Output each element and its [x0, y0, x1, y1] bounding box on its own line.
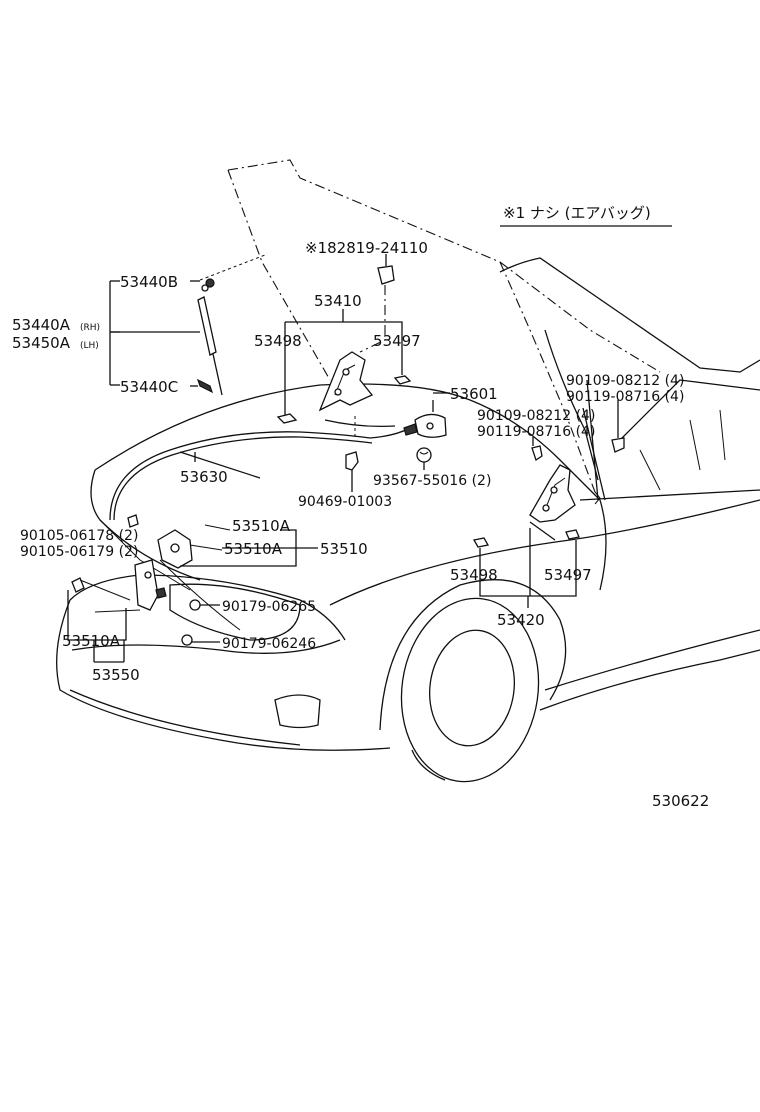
- callout-90179-06246: 90179-06246: [222, 636, 316, 652]
- hood-outline-right: [499, 261, 596, 493]
- strut-ball-top: [205, 278, 215, 288]
- bolt-90105-a: [71, 577, 85, 593]
- clamp-90469: [345, 451, 359, 471]
- fender-front-edge: [599, 499, 607, 591]
- washer-53497-rh: [565, 529, 580, 540]
- catalog-number: 530622: [652, 792, 709, 810]
- wiper-lines: [639, 409, 726, 491]
- cable-end: [403, 423, 418, 436]
- callout-53498-lh: 53498: [254, 332, 302, 350]
- cushion-90179-06246: [181, 634, 193, 646]
- washer-53497: [393, 375, 412, 385]
- callout-53420: 53420: [497, 611, 545, 629]
- callout-53498-rh: 53498: [450, 566, 498, 584]
- callout-90179-06265: 90179-06265: [222, 599, 316, 615]
- callout-182819: ※182819-24110: [305, 239, 428, 257]
- callout-53450a: 53450A: [12, 334, 71, 352]
- note-box: ※1 ナシ (エアバッグ): [500, 204, 672, 227]
- callout-53497-rh: 53497: [544, 566, 592, 584]
- engine-bay-rear: [94, 383, 601, 501]
- hood-outline-top: [227, 159, 661, 373]
- callout-53550: 53550: [92, 666, 140, 684]
- callout-53510a-top: 53510A: [232, 517, 291, 535]
- bolt-90105-b: [127, 514, 139, 528]
- fender-crease: [329, 499, 760, 606]
- headlamp-lens: [169, 583, 301, 641]
- bumper-face: [56, 599, 391, 751]
- front-tire-inner: [428, 629, 516, 747]
- windshield-edge: [499, 257, 760, 373]
- callout-labels: 53440B 53440A (RH) 53450A (LH) 53440C ※1…: [12, 239, 684, 684]
- callout-90469: 90469-01003: [298, 494, 392, 510]
- callout-53510a-mid: 53510A: [224, 540, 283, 558]
- callout-90109-right: 90109-08212 (4): [566, 373, 684, 389]
- callout-53497-lh: 53497: [373, 332, 421, 350]
- callout-53440a: 53440A: [12, 316, 71, 334]
- strut-body: [197, 296, 217, 356]
- hood-outline-left: [227, 169, 331, 381]
- callout-53510a-lower: 53510A: [62, 632, 121, 650]
- door-line: [544, 629, 760, 691]
- spring-b: [189, 544, 223, 551]
- car-body: [56, 159, 760, 783]
- callout-53630: 53630: [180, 468, 228, 486]
- hood-hinge-rh: [472, 400, 625, 608]
- bolt-90109-b: [611, 437, 625, 453]
- rocker-line: [539, 649, 760, 711]
- callout-93567: 93567-55016 (2): [373, 473, 491, 489]
- wheel-arch: [379, 579, 567, 731]
- callout-53410: 53410: [314, 292, 362, 310]
- bracket-53510a-lower: [67, 590, 127, 641]
- strut-clip-top: [201, 284, 209, 292]
- hood-hinge-lh: [276, 254, 412, 424]
- hood-lock-assembly: [109, 392, 450, 521]
- front-tire-outer: [400, 597, 540, 783]
- cushion-90179-06265: [189, 599, 201, 611]
- washer-53498: [276, 413, 298, 424]
- hood-support-assembly: [109, 254, 266, 396]
- callout-53440b: 53440B: [120, 273, 178, 291]
- screw-93567: [416, 447, 432, 463]
- bumper-upper: [71, 639, 341, 654]
- fender-top: [579, 489, 760, 501]
- bumper-lower: [69, 689, 301, 746]
- callout-53510: 53510: [320, 540, 368, 558]
- hinge-53410: [318, 351, 374, 412]
- leader-lines: [110, 280, 606, 501]
- hood-latch-assembly: [67, 514, 318, 663]
- callout-90105-06178: 90105-06178 (2): [20, 528, 138, 544]
- grille-line: [99, 519, 191, 591]
- release-cable-53630: [109, 427, 411, 521]
- latch-53550: [134, 559, 159, 611]
- tire-tread: [411, 749, 446, 781]
- hinge-53420: [529, 464, 576, 523]
- callout-90119-mid: 90119-08716 (4): [477, 424, 595, 440]
- washer-53498-rh: [472, 537, 490, 548]
- spring-a: [204, 524, 231, 531]
- strut-ball-bottom: [196, 378, 214, 394]
- callout-90119-right: 90119-08716 (4): [566, 389, 684, 405]
- note-text: ※1 ナシ (エアバッグ): [503, 204, 651, 222]
- callout-53601: 53601: [450, 385, 498, 403]
- strut-rod: [212, 353, 223, 396]
- bolt-182819: [377, 265, 395, 285]
- bolt-90109-a: [531, 445, 543, 462]
- callout-90109-mid: 90109-08212 (4): [477, 408, 595, 424]
- windshield-lower: [619, 379, 760, 441]
- fog-lamp: [274, 694, 321, 729]
- callout-53440c: 53440C: [120, 378, 178, 396]
- bracket-53410-top: [285, 321, 403, 375]
- callout-90105-06179: 90105-06179 (2): [20, 544, 138, 560]
- callout-53450a-side: (LH): [80, 341, 99, 351]
- callout-53440a-side: (RH): [80, 323, 100, 333]
- headlight-upper: [69, 574, 346, 641]
- strut-leader-top: [199, 254, 266, 281]
- a-pillar: [544, 329, 599, 481]
- hinge-leader: [359, 285, 386, 353]
